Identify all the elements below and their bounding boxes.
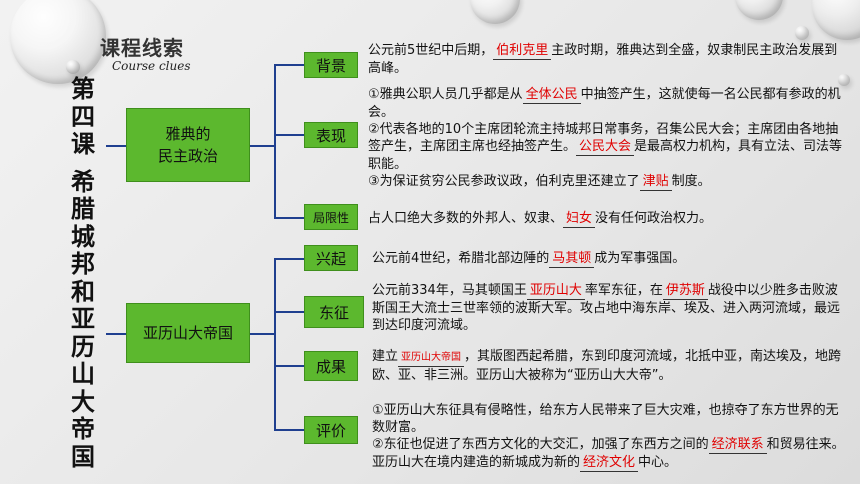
- connector-line: [274, 311, 304, 313]
- lesson-char: 邦: [71, 250, 95, 278]
- lesson-char: 历: [71, 332, 95, 361]
- connector-line: [274, 365, 304, 367]
- connector-line: [250, 333, 274, 335]
- water-drop-decoration: [795, 26, 809, 40]
- connector-line: [274, 64, 304, 66]
- performance-point-2: ②代表各地的10个主席团轮流主持城邦日常事务，召集公民大会；主席团由各地抽签产生…: [368, 122, 843, 172]
- answer-blank: 津贴: [639, 173, 672, 191]
- answer-blank: 亚历山大帝国: [398, 349, 465, 367]
- lesson-char: 亚: [71, 305, 95, 333]
- topic-athens-democracy: 雅典的 民主政治: [126, 108, 250, 182]
- evaluation-text: ①亚历山大东征具有侵略性，给东方人民带来了巨大灾难，也掠夺了东方世界的无数财富。…: [372, 402, 850, 472]
- page-title: 课程线索: [100, 36, 184, 60]
- water-drop-decoration: [470, 0, 520, 24]
- water-drop-decoration: [10, 0, 106, 84]
- answer-blank: 公民大会: [576, 138, 635, 156]
- lesson-char: 希: [71, 167, 95, 196]
- background-text: 公元前5世纪中后期，伯利克里主政时期，雅典达到全盛，奴隶制民主政治发展到高峰。: [368, 42, 838, 76]
- connector-line: [106, 333, 126, 335]
- water-drop-decoration: [838, 74, 850, 86]
- connector-line: [274, 258, 276, 430]
- performance-text: ①雅典公职人员几乎都是从全体公民中抽签产生，这就使每一名公民都有参政的机会。 ②…: [368, 86, 850, 191]
- lesson-char: 课: [71, 130, 95, 158]
- lesson-char: 城: [71, 222, 95, 251]
- lesson-char: 第: [71, 75, 95, 103]
- tag-background: 背景: [304, 52, 358, 78]
- tag-east-expedition: 东征: [304, 296, 364, 328]
- water-drop-decoration: [812, 0, 860, 40]
- lesson-char: 国: [71, 442, 95, 471]
- answer-blank: 马其顿: [549, 250, 595, 268]
- tag-limitation: 局限性: [304, 204, 358, 230]
- lesson-char: [66, 159, 100, 169]
- answer-blank: 妇女: [563, 210, 596, 228]
- answer-blank: 伯利克里: [493, 42, 552, 60]
- answer-blank: 全体公民: [522, 86, 581, 104]
- connector-line: [106, 145, 126, 147]
- connector-line: [274, 429, 304, 431]
- answer-blank: 亚历山大: [526, 282, 585, 300]
- water-drop-decoration: [66, 60, 80, 74]
- evaluation-point-2: ②东征也促进了东西方文化的大交汇，加强了东西方之间的经济联系和贸易往来。亚历山大…: [372, 436, 845, 472]
- connector-line: [274, 258, 304, 260]
- topic-alexander-empire: 亚历山大帝国: [126, 303, 250, 363]
- connector-line: [274, 134, 304, 136]
- page-subtitle: Course clues: [112, 59, 191, 73]
- limitation-text: 占人口绝大多数的外邦人、奴隶、妇女没有任何政治权力。: [368, 210, 713, 228]
- performance-point-1: ①雅典公职人员几乎都是从全体公民中抽签产生，这就使每一名公民都有参政的机会。: [368, 86, 841, 120]
- water-drop-decoration: [735, 0, 783, 20]
- tag-result: 成果: [304, 351, 358, 381]
- answer-blank: 经济联系: [708, 436, 767, 454]
- east-expedition-text: 公元前334年，马其顿国王亚历山大率军东征，在伊苏斯战役中以少胜多击败波斯国王大…: [372, 282, 841, 333]
- lesson-char: 腊: [71, 195, 95, 223]
- performance-point-3: ③为保证贫穷公民参政议政，伯利克里还建立了津贴制度。: [368, 173, 711, 191]
- rise-text: 公元前4世纪，希腊北部边陲的马其顿成为军事强国。: [372, 250, 686, 268]
- lesson-char: 大: [71, 387, 95, 416]
- result-text: 建立亚历山大帝国，其版图西起希腊，东到印度河流域，北抵中亚，南达埃及，地跨欧、亚…: [372, 349, 842, 383]
- evaluation-point-1: ①亚历山大东征具有侵略性，给东方人民带来了巨大灾难，也掠夺了东方世界的无数财富。: [372, 403, 839, 435]
- lesson-title: 第 四 课 希 腊 城 邦 和 亚 历 山 大 帝 国: [66, 75, 100, 471]
- tag-evaluation: 评价: [304, 416, 358, 444]
- lesson-char: 和: [71, 277, 95, 306]
- answer-blank: 经济文化: [580, 454, 639, 472]
- connector-line: [250, 145, 274, 147]
- answer-blank: 伊苏斯: [662, 282, 708, 300]
- lesson-char: 四: [71, 102, 95, 131]
- lesson-char: 山: [71, 360, 95, 388]
- tag-rise: 兴起: [304, 245, 358, 271]
- connector-line: [274, 217, 304, 219]
- lesson-char: 帝: [71, 415, 95, 443]
- connector-line: [274, 64, 276, 219]
- tag-performance: 表现: [304, 122, 358, 148]
